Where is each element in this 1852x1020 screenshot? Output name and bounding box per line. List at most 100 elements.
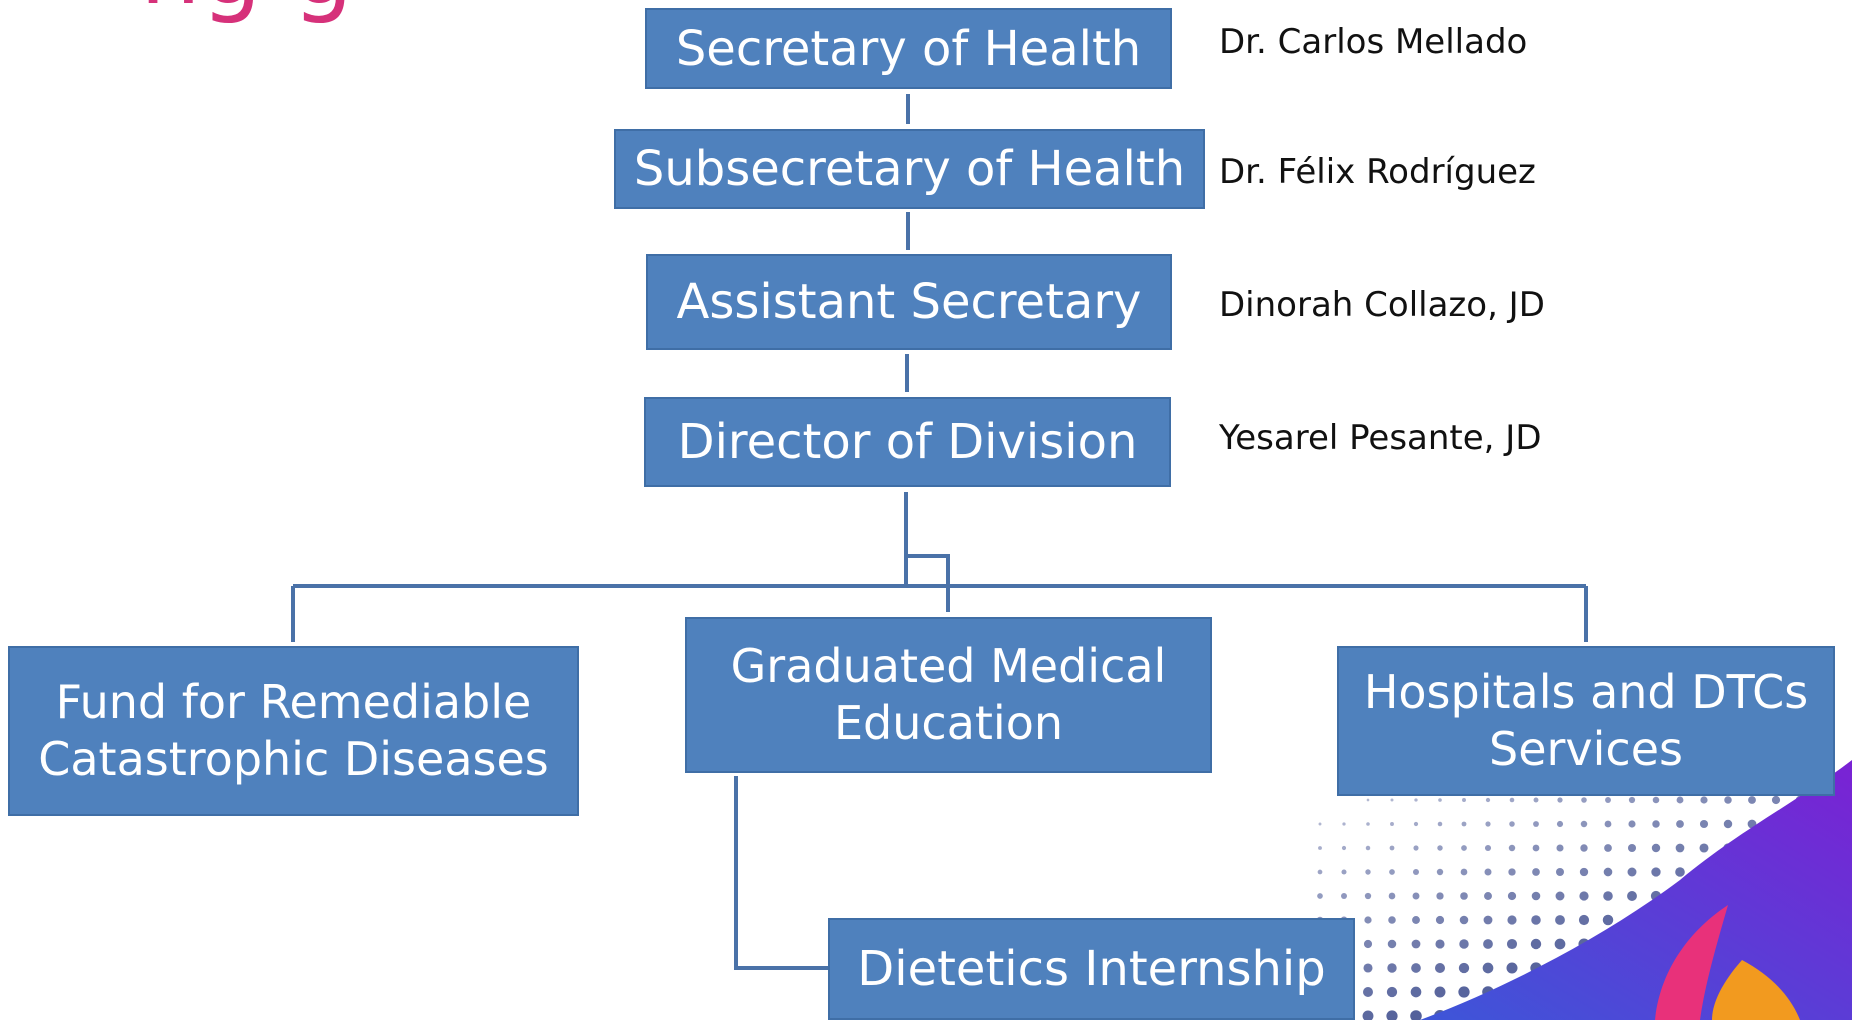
decor-dot — [1533, 797, 1539, 803]
decor-dot — [1318, 822, 1322, 826]
decor-dot — [1386, 1010, 1398, 1020]
decor-dot — [1748, 796, 1756, 804]
decor-dot — [1580, 820, 1588, 828]
director-of-division-box: Director of Division — [644, 397, 1171, 487]
decor-dot — [1363, 963, 1373, 973]
decor-dot — [1604, 820, 1612, 828]
decor-dot — [1366, 798, 1370, 802]
graduated-medical-education-box: Graduated Medical Education — [685, 617, 1212, 773]
decor-dot — [1435, 939, 1445, 949]
decor-dot — [1509, 797, 1515, 803]
decor-dot — [1627, 891, 1637, 901]
decor-dot — [1318, 846, 1322, 850]
decor-dot — [1557, 797, 1563, 803]
decor-dot — [1580, 844, 1588, 852]
decor-dot — [1675, 843, 1685, 853]
decor-dot — [1413, 821, 1419, 827]
pink-flame-shape — [1655, 905, 1728, 1020]
decor-dot — [1390, 822, 1394, 826]
decor-dot — [1388, 916, 1396, 924]
decor-dot — [1437, 821, 1443, 827]
decor-dot — [1364, 892, 1372, 900]
decor-dot — [1699, 819, 1709, 829]
decor-dot — [1482, 962, 1494, 974]
hospitals-dtcs-services-box: Hospitals and DTCs Services — [1337, 646, 1835, 796]
decor-dot — [1437, 845, 1443, 851]
decor-dot — [1341, 893, 1347, 899]
decor-dot — [1434, 986, 1446, 998]
decor-dot — [1365, 869, 1371, 875]
decor-dot — [1533, 821, 1539, 827]
decor-dot — [1627, 867, 1637, 877]
graduated-medical-line2: Education — [833, 696, 1063, 750]
decor-dot — [1483, 939, 1493, 949]
director-of-division-label: Director of Division — [677, 414, 1138, 470]
decor-dot — [1365, 845, 1371, 851]
decor-dot — [1506, 962, 1518, 974]
decor-dot — [1387, 939, 1397, 949]
decor-dot — [1341, 869, 1347, 875]
decor-dot — [1462, 798, 1466, 802]
decor-dot — [1387, 963, 1397, 973]
decor-dot — [1411, 939, 1421, 949]
decor-dot — [1675, 867, 1685, 877]
secretary-of-health-label: Secretary of Health — [675, 20, 1142, 77]
decor-dot — [1652, 820, 1660, 828]
decor-dot — [1627, 843, 1637, 853]
decor-dot — [1458, 986, 1470, 998]
decor-dot — [1484, 892, 1492, 900]
decor-dot — [1531, 891, 1541, 901]
decor-dot — [1532, 868, 1540, 876]
decor-dot — [1484, 868, 1492, 876]
decor-dot — [1363, 939, 1373, 949]
dietetics-internship-box: Dietetics Internship — [828, 918, 1355, 1020]
subsecretary-of-health-label: Subsecretary of Health — [633, 141, 1186, 197]
decor-dot — [1555, 891, 1565, 901]
decor-dot — [1724, 796, 1732, 804]
fund-remediable-diseases-box: Fund for Remediable Catastrophic Disease… — [8, 646, 579, 816]
decor-dot — [1366, 822, 1370, 826]
decor-dot — [1317, 893, 1323, 899]
connector-gme-dietetics — [734, 776, 828, 970]
dietetics-internship-label: Dietetics Internship — [857, 941, 1326, 997]
decor-dot — [1530, 938, 1542, 950]
decor-dot — [1581, 797, 1587, 803]
decor-dot — [1483, 915, 1493, 925]
decor-dot — [1412, 916, 1420, 924]
hospitals-dtcs-line1: Hospitals and DTCs — [1363, 664, 1809, 719]
decor-dot — [1410, 986, 1422, 998]
secretary-name: Dr. Carlos Mellado — [1219, 22, 1528, 62]
decor-dot — [1410, 1010, 1422, 1020]
decor-dot — [1532, 844, 1540, 852]
decor-dot — [1411, 963, 1421, 973]
fund-remediable-line1: Fund for Remediable — [55, 674, 532, 729]
decor-dot — [1555, 915, 1565, 925]
decor-dot — [1508, 868, 1516, 876]
decor-dot — [1699, 843, 1709, 853]
decor-dot — [1485, 821, 1491, 827]
subsecretary-name: Dr. Félix Rodríguez — [1219, 152, 1536, 192]
decor-dot — [1341, 845, 1347, 851]
decor-dot — [1364, 916, 1372, 924]
decor-dot — [1603, 867, 1613, 877]
decor-dot — [1412, 868, 1420, 876]
assistant-secretary-name: Dinorah Collazo, JD — [1219, 285, 1545, 325]
decor-dot — [1460, 868, 1468, 876]
decor-dot — [1389, 845, 1395, 851]
subsecretary-of-health-box: Subsecretary of Health — [614, 129, 1205, 209]
decor-dot — [1412, 892, 1420, 900]
decor-dot — [1436, 892, 1444, 900]
decor-dot — [1438, 798, 1442, 802]
decor-dot — [1531, 915, 1541, 925]
decor-dot — [1628, 820, 1636, 828]
decor-dot — [1771, 795, 1781, 805]
decor-dot — [1389, 869, 1395, 875]
decor-dot — [1362, 1010, 1374, 1020]
decor-dot — [1651, 867, 1661, 877]
decor-dot — [1556, 820, 1564, 828]
decor-dot — [1317, 869, 1323, 875]
decor-dot — [1507, 891, 1517, 901]
decor-dot — [1604, 844, 1612, 852]
decor-dot — [1556, 868, 1564, 876]
